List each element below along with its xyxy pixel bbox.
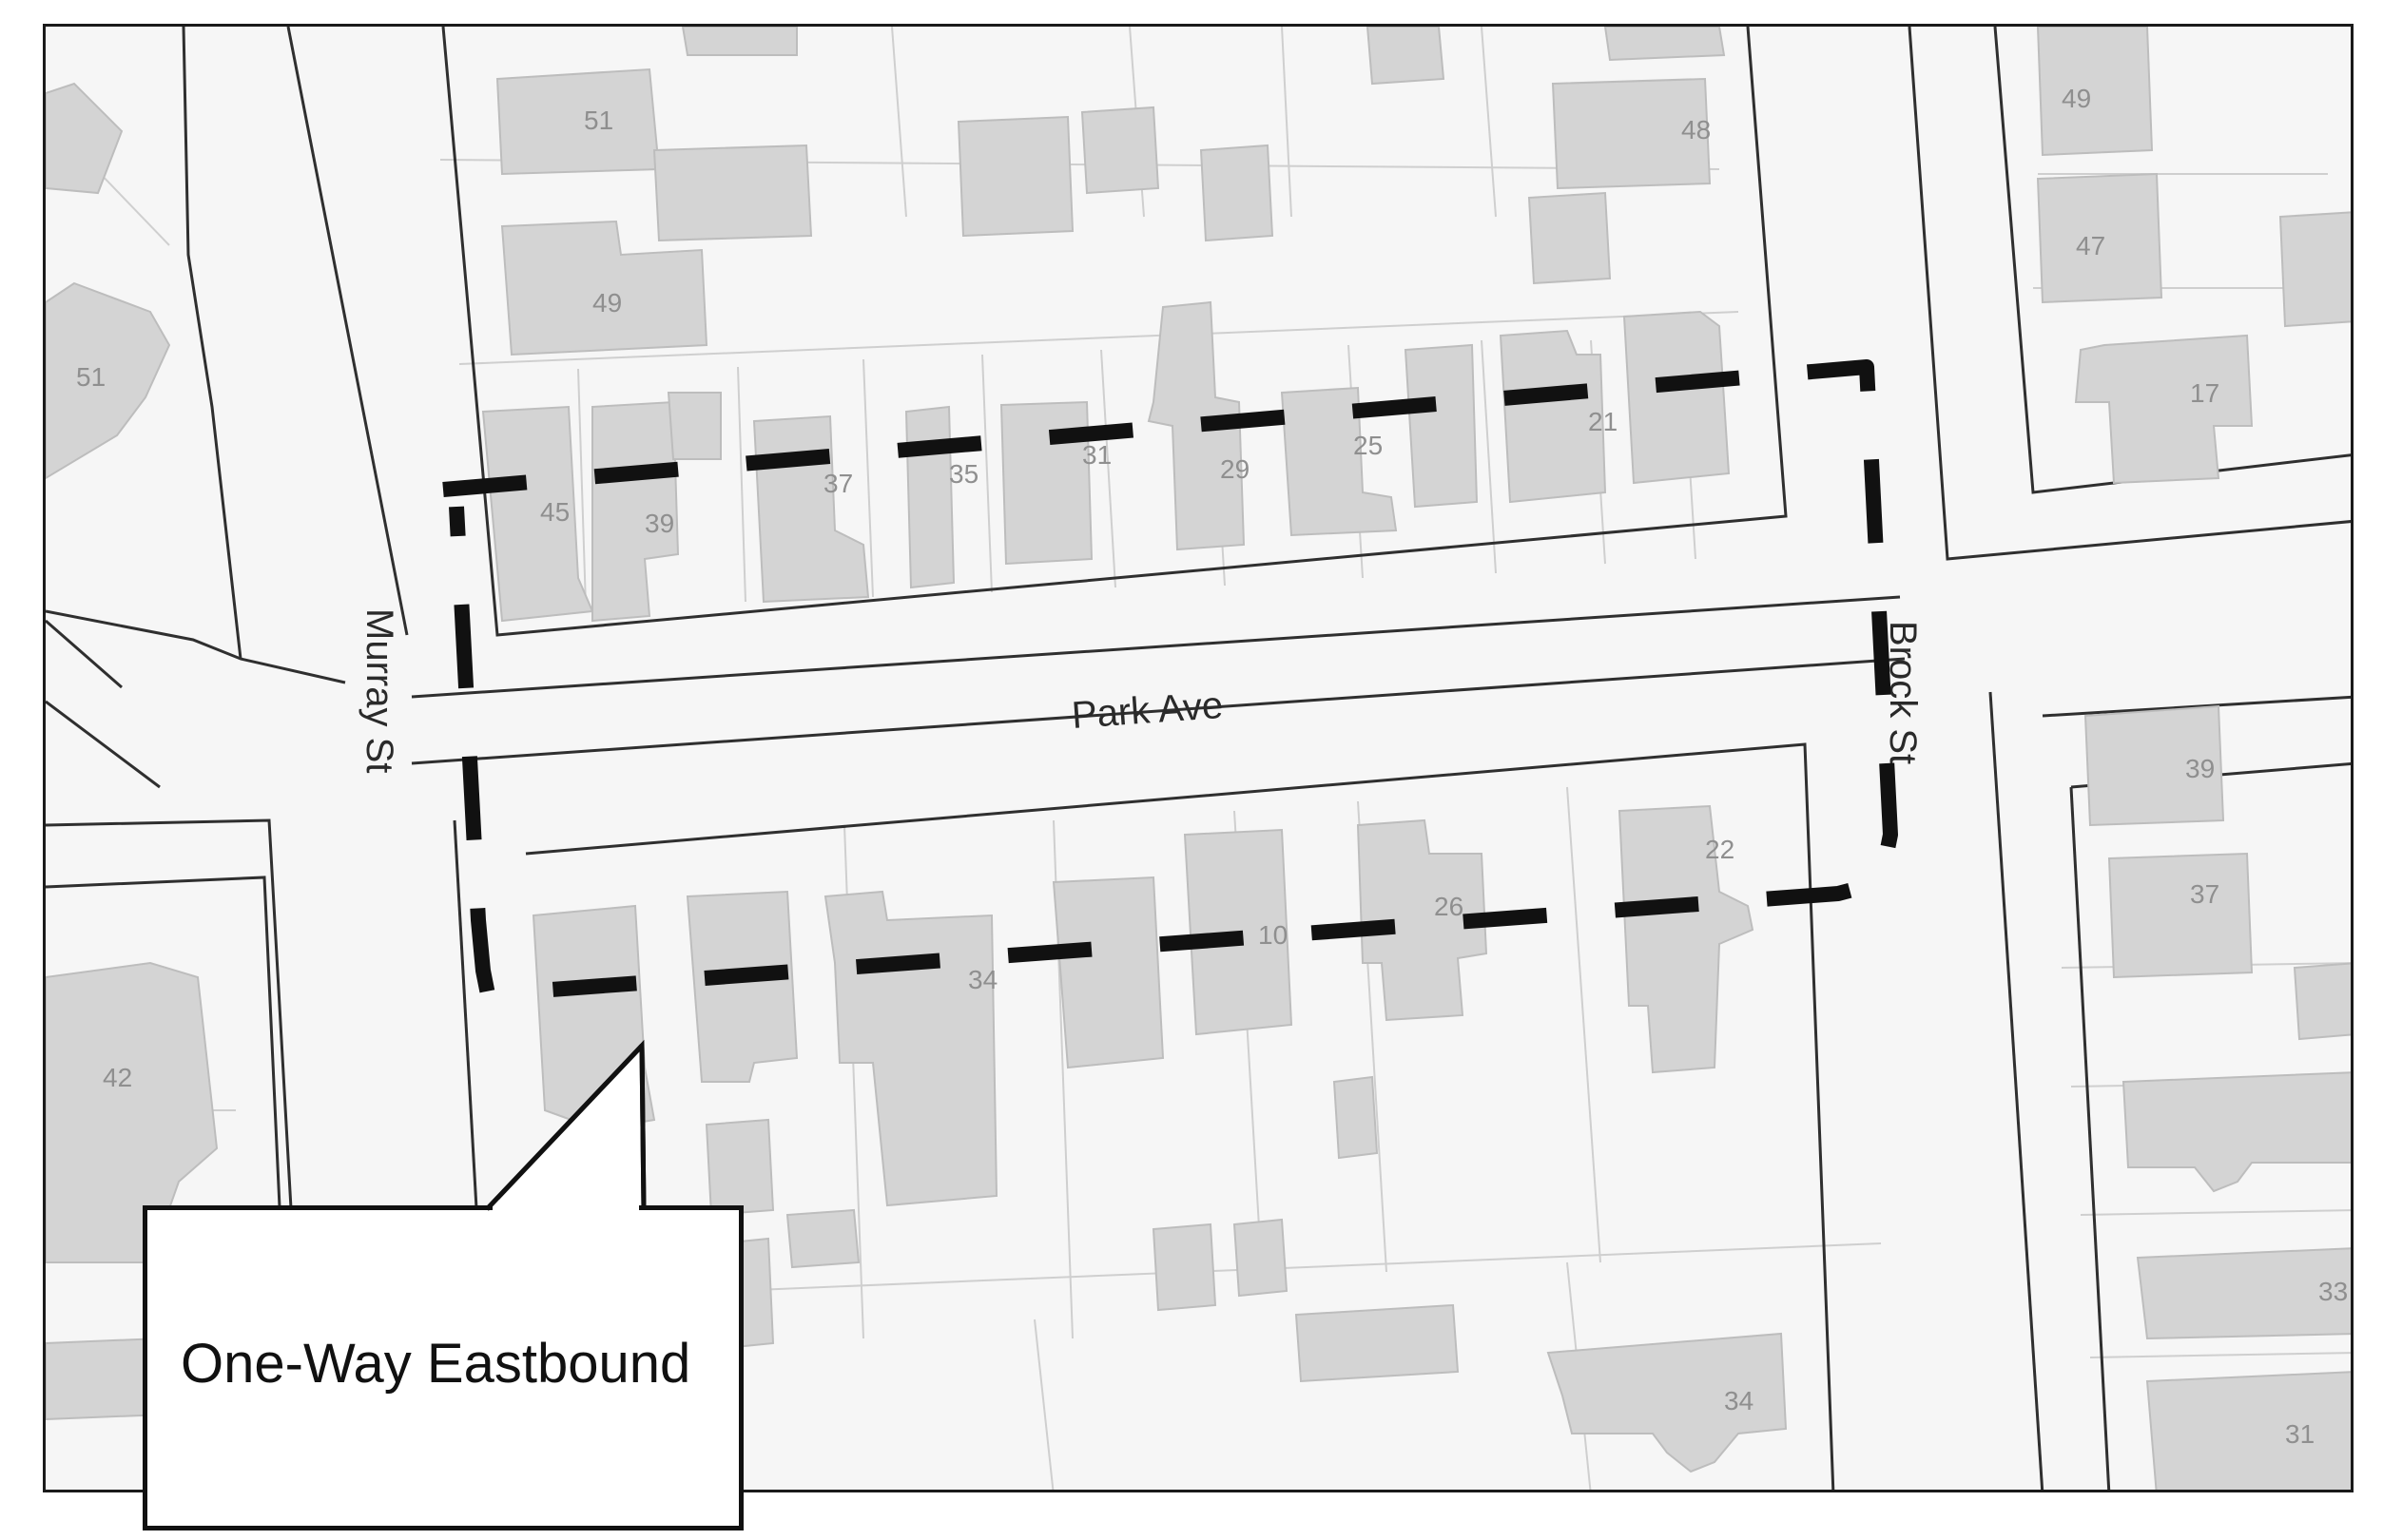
house-numbers: 51 49 51 48 49 47 17 45 39 37 35 31 29 2… <box>76 84 2348 1449</box>
block-northwest-upper <box>182 27 242 660</box>
park-ave-south-edge <box>411 657 1906 765</box>
house-number: 47 <box>2076 231 2105 260</box>
block-north-main <box>441 27 1788 637</box>
house-number: 25 <box>1353 431 1383 460</box>
house-number: 48 <box>1681 115 1711 144</box>
block-southeast-outer <box>1988 691 2044 1490</box>
house-number: 31 <box>2285 1419 2315 1449</box>
house-number: 42 <box>103 1063 132 1092</box>
block-northeast-inner <box>1993 27 2351 494</box>
block-south-main <box>525 742 1835 1490</box>
block-northwest-edge <box>286 27 409 636</box>
house-number: 39 <box>645 509 674 538</box>
map-canvas: 51 49 51 48 49 47 17 45 39 37 35 31 29 2… <box>46 27 2351 1490</box>
house-number: 37 <box>823 469 853 498</box>
buildings <box>46 27 2351 1490</box>
house-number: 49 <box>2062 84 2091 113</box>
house-number: 26 <box>1434 892 1463 921</box>
street-label-park-ave: Park Ave <box>1071 684 1225 737</box>
house-number: 45 <box>540 497 570 527</box>
block-west-edge <box>46 619 123 689</box>
park-ave-north-edge <box>411 595 1901 699</box>
house-number: 39 <box>2185 754 2215 783</box>
house-number: 34 <box>1724 1386 1753 1415</box>
house-number: 21 <box>1588 407 1618 436</box>
block-west-lower <box>46 700 161 789</box>
one-way-route-loop <box>442 359 1898 1002</box>
house-number: 37 <box>2190 879 2219 909</box>
house-number: 17 <box>2190 378 2219 408</box>
callout-box: One-Way Eastbound <box>143 1205 744 1530</box>
block-northeast <box>1908 27 2351 561</box>
house-number: 35 <box>949 459 978 489</box>
house-number: 51 <box>76 362 106 392</box>
house-number: 29 <box>1220 454 1250 484</box>
house-number: 34 <box>968 965 998 994</box>
house-number: 49 <box>592 288 622 318</box>
street-label-murray-st: Murray St <box>358 608 400 773</box>
block-northwest <box>46 609 346 684</box>
house-number: 31 <box>1082 440 1112 470</box>
block-southeast <box>2042 695 2351 718</box>
block-southeast-west <box>2069 786 2111 1490</box>
house-number: 33 <box>2318 1277 2348 1306</box>
house-number: 22 <box>1705 835 1734 864</box>
callout-text: One-Way Eastbound <box>181 1333 691 1395</box>
house-number: 10 <box>1258 920 1288 950</box>
house-number: 51 <box>584 106 613 135</box>
